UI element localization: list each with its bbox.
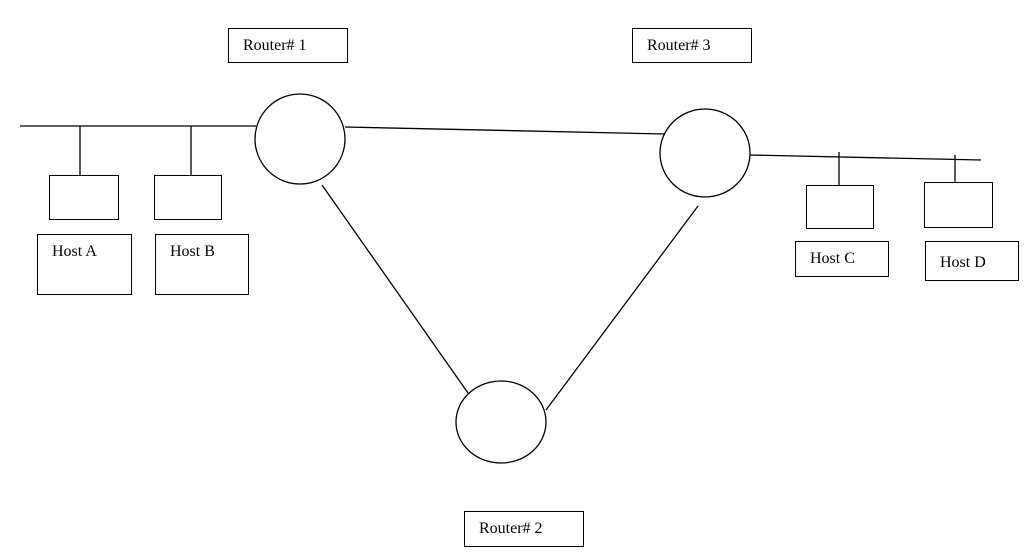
host-d-label: Host D [925, 241, 1019, 281]
host-c-device [806, 185, 874, 229]
link-router3-router2 [545, 205, 699, 411]
host-b-device [154, 175, 222, 220]
lan-segment-right [748, 154, 982, 161]
link-router1-router3 [344, 126, 666, 135]
link-router1-router2 [321, 184, 469, 394]
host-a-device [49, 175, 119, 220]
router-2-node [455, 380, 547, 464]
host-a-label: Host A [37, 234, 132, 295]
router-1-label: Router# 1 [228, 28, 348, 63]
router-2-label: Router# 2 [464, 511, 584, 547]
router-3-node [659, 108, 751, 198]
router-3-label: Router# 3 [632, 28, 752, 63]
host-d-device [924, 182, 993, 228]
host-b-label: Host B [155, 234, 249, 295]
router-1-node [254, 93, 346, 185]
host-c-label: Host C [795, 241, 889, 277]
